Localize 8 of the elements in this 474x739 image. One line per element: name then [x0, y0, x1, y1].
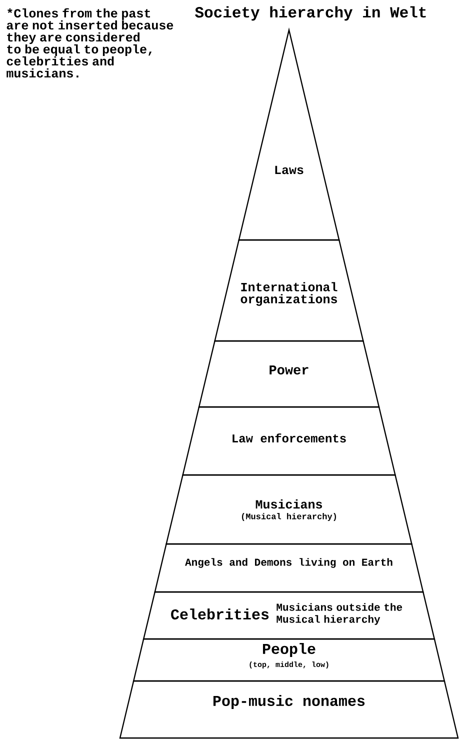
note: *Clones from the past are not inserted because they are considered to be equal to people, celebrities and musicians.	[6, 8, 174, 78]
pyramid-level: Law enforcements	[182, 406, 396, 476]
pyramid-level: Angels and Demons living on Earth	[154, 543, 424, 593]
title: Society hierarchy in Welt	[195, 6, 426, 21]
pyramid-level: Power	[198, 340, 380, 408]
pyramid-level: International organizations	[214, 239, 364, 342]
pyramid-level: Pop-music nonames	[119, 680, 459, 739]
pyramid-level: Musicians (Musical hierarchy)	[166, 474, 412, 545]
